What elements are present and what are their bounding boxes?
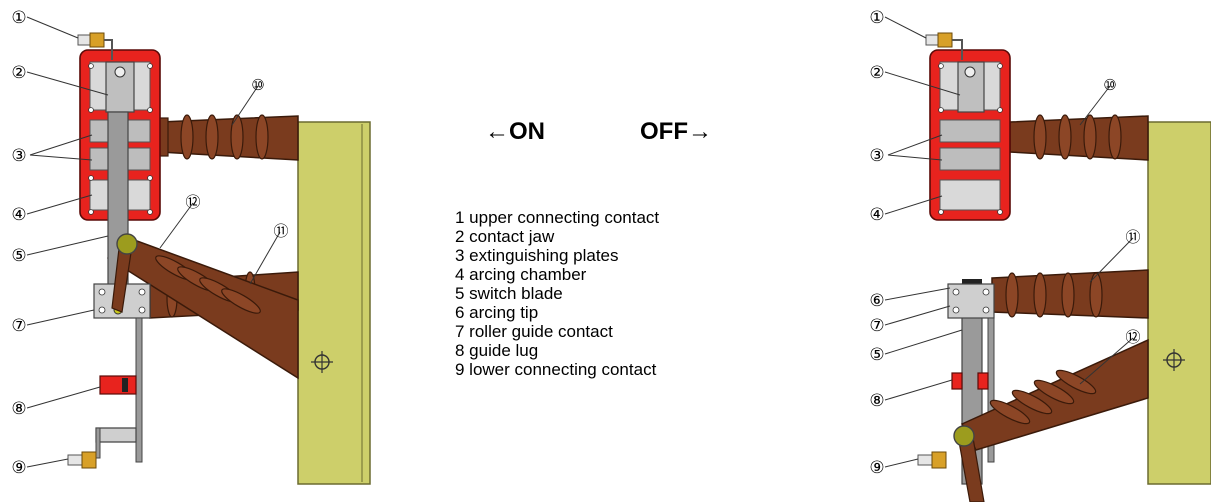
- legend-item: 8 guide lug: [455, 341, 539, 360]
- callout-9-right: ⑨: [869, 458, 884, 478]
- legend-item: 7 roller guide contact: [455, 322, 613, 341]
- lower-connecting-contact-right: [917, 451, 947, 469]
- callout-7-right: ⑦: [869, 316, 884, 336]
- roller-guide-contact-right: [947, 283, 995, 319]
- callout-12-left: ⑫: [185, 193, 200, 211]
- contact-jaw-left: [105, 61, 135, 113]
- legend-item: 9 lower connecting contact: [455, 360, 657, 379]
- upper-insulator-right: [1009, 114, 1149, 161]
- legend-item: 5 switch blade: [455, 284, 563, 303]
- callouts-left: ① ② ③ ④ ⑤ ⑦ ⑧ ⑨ ⑩ ⑪ ⑫: [11, 8, 288, 478]
- callout-1-right: ①: [869, 8, 884, 28]
- off-label: OFF→: [640, 118, 712, 145]
- mounting-frame-left: [297, 121, 371, 485]
- callouts-right: ① ② ③ ④ ⑤ ⑥ ⑦ ⑧ ⑨ ⑩ ⑪ ⑫: [869, 8, 1140, 478]
- callout-2-left: ②: [11, 63, 26, 83]
- callout-10-right: ⑩: [1103, 76, 1116, 94]
- parts-legend: 1 upper connecting contact 2 contact jaw…: [455, 208, 659, 379]
- guide-lug-left: [99, 375, 137, 395]
- legend-item: 6 arcing tip: [455, 303, 539, 322]
- callout-3-left: ③: [11, 146, 26, 166]
- crank-arm-right: [953, 425, 985, 502]
- lower-connecting-contact-left: [67, 427, 137, 469]
- legend-item: 4 arcing chamber: [455, 265, 587, 284]
- switch-off-position: ① ② ③ ④ ⑤ ⑥ ⑦ ⑧ ⑨ ⑩ ⑪ ⑫: [869, 8, 1211, 502]
- guide-lug-right: [951, 372, 989, 390]
- upper-insulator-left: [149, 114, 299, 161]
- on-label: ←ON: [485, 118, 545, 145]
- callout-10-left: ⑩: [251, 76, 264, 94]
- callout-5-left: ⑤: [11, 246, 26, 266]
- lower-insulator-right: [991, 269, 1149, 319]
- callout-4-left: ④: [11, 205, 26, 225]
- upper-connecting-contact-left: [77, 32, 113, 60]
- callout-7-left: ⑦: [11, 316, 26, 336]
- mounting-frame-right: [1147, 121, 1211, 485]
- switch-state-labels: ←ON OFF→: [485, 118, 765, 158]
- guide-rod-right: [987, 317, 995, 463]
- callout-3-right: ③: [869, 146, 884, 166]
- callout-11-left: ⑪: [273, 222, 288, 240]
- callout-4-right: ④: [869, 205, 884, 225]
- legend-item: 2 contact jaw: [455, 227, 555, 246]
- callout-8-right: ⑧: [869, 391, 884, 411]
- upper-connecting-contact-right: [925, 32, 963, 60]
- operating-insulator-left: [107, 233, 299, 380]
- callout-5-right: ⑤: [869, 345, 884, 365]
- callout-8-left: ⑧: [11, 399, 26, 419]
- callout-1-left: ①: [11, 8, 26, 28]
- legend-item: 3 extinguishing plates: [455, 246, 619, 265]
- crank-arm-left: [111, 233, 138, 313]
- callout-12-right: ⑫: [1125, 328, 1140, 346]
- contact-jaw-right: [957, 61, 985, 113]
- callout-11-right: ⑪: [1125, 228, 1140, 246]
- callout-6-right: ⑥: [869, 291, 884, 311]
- callout-9-left: ⑨: [11, 458, 26, 478]
- switch-on-position: ① ② ③ ④ ⑤ ⑦ ⑧ ⑨ ⑩ ⑪ ⑫: [11, 8, 371, 485]
- legend-item: 1 upper connecting contact: [455, 208, 660, 227]
- callout-2-right: ②: [869, 63, 884, 83]
- guide-rod-left: [135, 317, 143, 463]
